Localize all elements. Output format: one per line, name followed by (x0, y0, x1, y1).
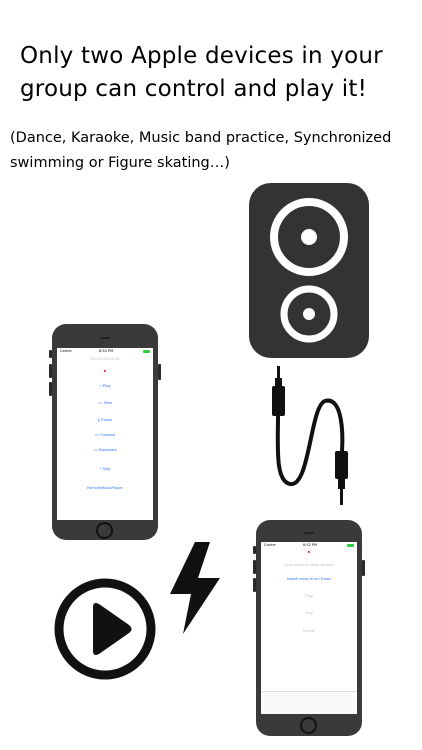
bottom-toolbar (261, 691, 357, 714)
phone-left-screen: Carrier 8:50 PM iOS 00:00:00 00 ■ > Play… (57, 348, 153, 520)
home-button[interactable] (96, 522, 113, 539)
stop-item-button[interactable]: Stop (304, 610, 314, 615)
forward-button[interactable]: >> Forward (94, 432, 116, 437)
pause-button[interactable]: || Pause (97, 417, 113, 422)
rewind-button[interactable]: << Rew (98, 400, 112, 405)
play-button[interactable]: Play (305, 593, 313, 598)
stop-button[interactable]: ■ (103, 368, 107, 373)
status-bar: Carrier 8:52 PM (261, 542, 357, 550)
delete-button[interactable]: Delete (303, 628, 315, 633)
skip-button[interactable]: * Skip (99, 466, 111, 471)
phone-right: Carrier 8:52 PM ■ Sync music to other de… (253, 520, 365, 736)
speaker-icon (249, 183, 369, 358)
status-carrier: Carrier (264, 543, 276, 547)
lightning-bolt-icon (170, 542, 220, 634)
headline: Only two Apple devices in your group can… (20, 43, 383, 102)
play-circle-icon[interactable] (53, 577, 157, 681)
play-button[interactable]: > Play (99, 383, 111, 388)
phone-right-screen: Carrier 8:52 PM ■ Sync music to other de… (261, 542, 357, 714)
phone-left: Carrier 8:50 PM iOS 00:00:00 00 ■ > Play… (49, 324, 161, 540)
stop-button[interactable]: ■ (307, 549, 311, 554)
audio-cable-icon (272, 366, 348, 505)
sync-hint: Sync music to other devices (284, 562, 334, 567)
home-button[interactable] (300, 717, 317, 734)
install-music-button[interactable]: Install music from iTunes (286, 576, 332, 581)
connection-label: iOS 00:00:00 00 (90, 356, 120, 361)
subline: (Dance, Karaoke, Music band practice, Sy… (10, 130, 392, 171)
battery-icon (347, 543, 354, 547)
status-bar: Carrier 8:50 PM (57, 348, 153, 356)
status-carrier: Carrier (60, 349, 72, 353)
remote-player-button[interactable]: RemoteMusicPlayer (87, 485, 123, 490)
backward-button[interactable]: << Backward (93, 447, 117, 452)
status-time: 8:52 PM (303, 543, 318, 547)
battery-icon (143, 349, 150, 353)
status-time: 8:50 PM (99, 349, 114, 353)
